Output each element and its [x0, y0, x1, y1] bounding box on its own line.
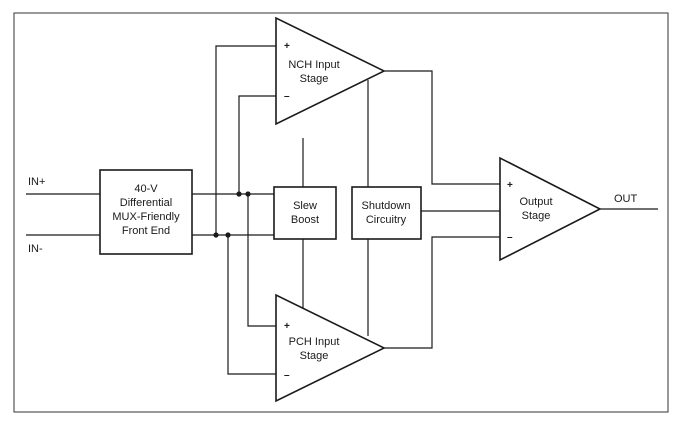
nch-plus-sign: +	[284, 41, 290, 52]
wire-to-nch-minus	[238, 95, 276, 194]
shutdown-block: Shutdown Circuitry	[351, 186, 422, 240]
pch-minus-sign: –	[284, 370, 290, 381]
pch-label-line-1: PCH Input	[289, 336, 340, 348]
junction-dot	[245, 191, 251, 197]
nch-label-line-1: NCH Input	[288, 59, 339, 71]
wire-to-pch-minus	[227, 235, 276, 375]
slew-boost-line-1: Slew	[293, 200, 317, 212]
wire-to-pch-plus	[247, 194, 276, 327]
output-label-line-2: Stage	[522, 210, 551, 222]
front-end-line-3: MUX-Friendly	[112, 211, 180, 223]
junction-dot	[213, 232, 219, 238]
output-stage: + – Output Stage	[499, 156, 602, 262]
in-plus-label: IN+	[28, 176, 45, 188]
output-label-line-1: Output	[519, 196, 552, 208]
pch-label-line-2: Stage	[300, 350, 329, 362]
slew-boost-line-2: Boost	[291, 214, 319, 226]
pch-input-stage: + – PCH Input Stage	[275, 293, 386, 403]
shutdown-line-1: Shutdown	[362, 200, 411, 212]
front-end-line-2: Differential	[120, 197, 172, 209]
slew-boost-block: Slew Boost	[273, 186, 337, 240]
in-minus-label: IN-	[28, 243, 43, 255]
front-end-block: 40-V Differential MUX-Friendly Front End	[99, 169, 193, 255]
output-minus-sign: –	[507, 232, 513, 243]
nch-input-stage: + – NCH Input Stage	[275, 16, 386, 126]
wire-nch-to-output	[384, 70, 500, 185]
front-end-line-4: Front End	[122, 225, 170, 237]
junction-dot	[236, 191, 242, 197]
front-end-line-1: 40-V	[134, 183, 158, 195]
out-label: OUT	[614, 193, 638, 205]
nch-minus-sign: –	[284, 91, 290, 102]
nch-label-line-2: Stage	[300, 73, 329, 85]
junctions	[213, 191, 251, 238]
wire-to-nch-plus	[215, 45, 276, 235]
shutdown-line-2: Circuitry	[366, 214, 407, 226]
wire-pch-to-output	[384, 236, 500, 349]
wiring	[26, 45, 658, 375]
output-plus-sign: +	[507, 180, 513, 191]
junction-dot	[225, 232, 231, 238]
pch-plus-sign: +	[284, 321, 290, 332]
